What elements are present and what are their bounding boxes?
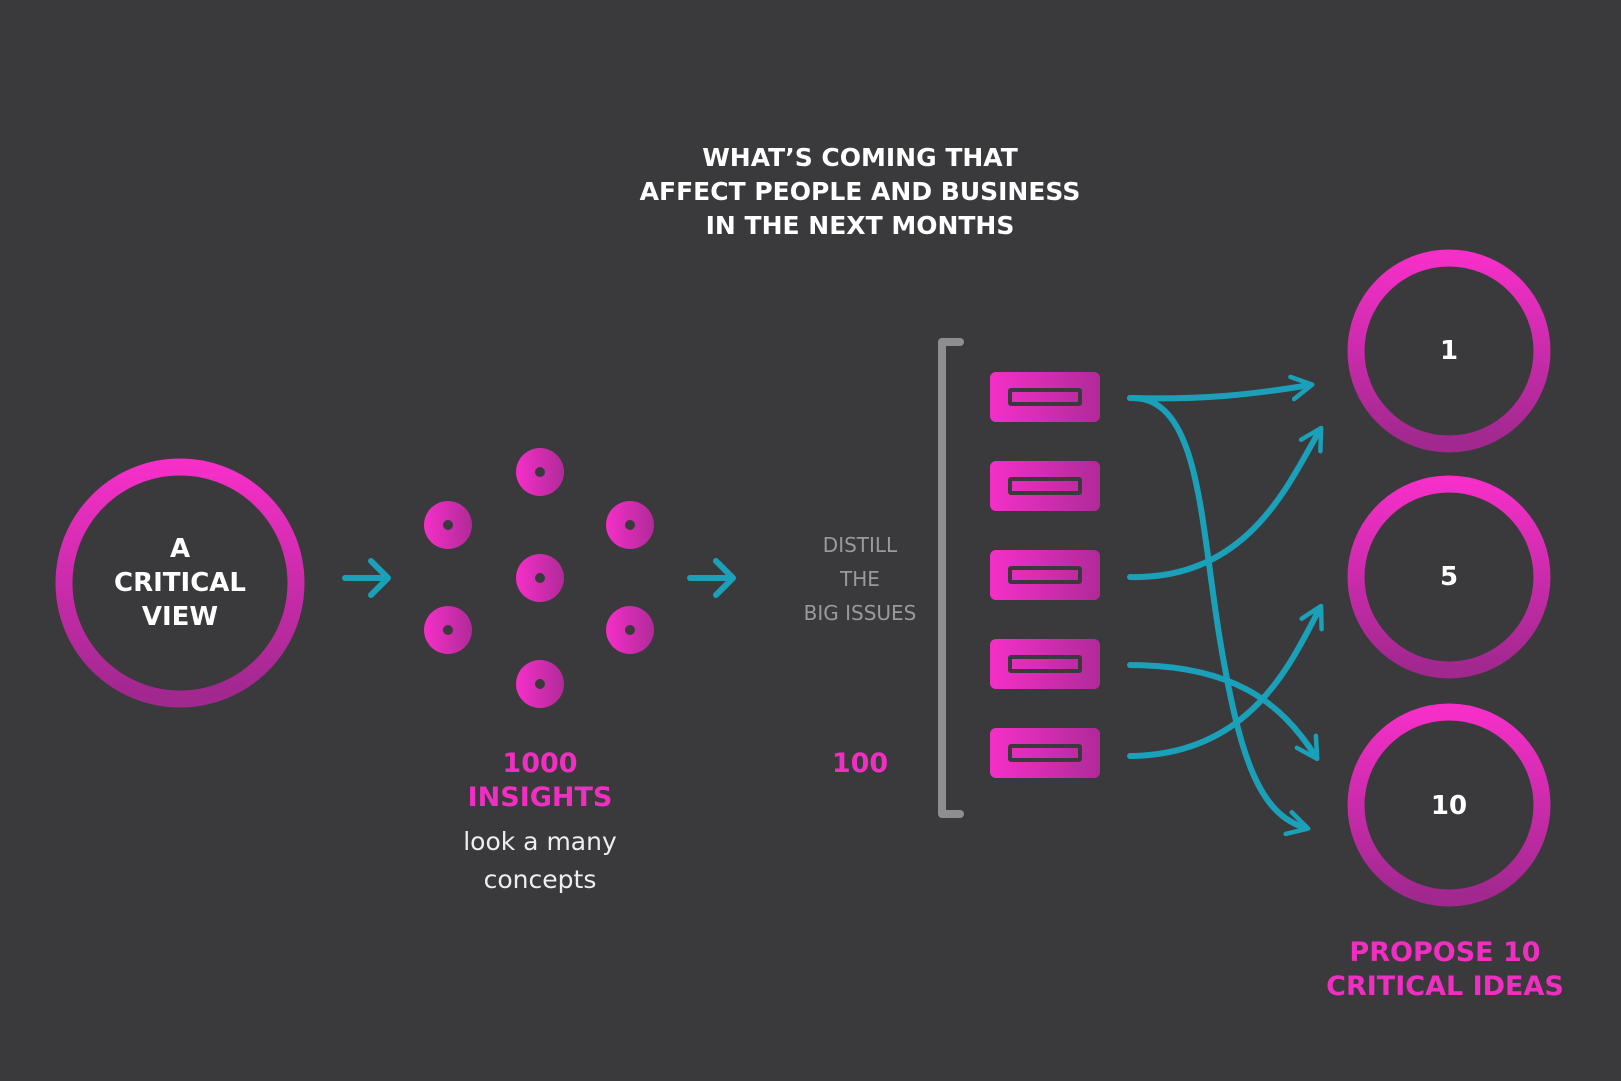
connector-arrow (1127, 662, 1320, 762)
idea-ring-10 (1347, 703, 1551, 907)
critical-view-line: VIEW (141, 602, 219, 632)
distill-line: DISTILL (822, 533, 898, 557)
ideas-label-line: PROPOSE 10 (1349, 937, 1541, 968)
issue-block (990, 728, 1100, 778)
title-line: AFFECT PEOPLE AND BUSINESS (639, 177, 1081, 206)
ideas-label-line: CRITICAL IDEAS (1326, 971, 1564, 1002)
ideas-label: PROPOSE 10 CRITICAL IDEAS (1295, 936, 1595, 1004)
insight-dots (424, 448, 654, 708)
connector-arrow (1127, 603, 1324, 759)
title-line: WHAT’S COMING THAT (702, 143, 1018, 172)
insights-label: INSIGHTS (467, 782, 613, 813)
critical-view-ring (55, 458, 305, 708)
distill-bracket (938, 338, 964, 818)
critical-view-line: CRITICAL (114, 568, 246, 598)
critical-view-line: A (169, 534, 191, 564)
issue-block (990, 550, 1100, 600)
flow-arrow-2 (687, 558, 736, 598)
issue-block (990, 372, 1100, 422)
distill-label: DISTILL THE BIG ISSUES (780, 528, 940, 630)
connector-arrows (1127, 374, 1324, 837)
idea-number-10: 10 (1430, 791, 1468, 821)
issue-blocks (990, 372, 1100, 778)
idea-ring-1 (1347, 249, 1551, 453)
title-line: IN THE NEXT MONTHS (705, 211, 1015, 240)
distill-line: BIG ISSUES (803, 601, 917, 625)
insights-caption-line: look a many (463, 827, 617, 856)
connector-arrow (1127, 394, 1311, 837)
insights-caption: look a many concepts (400, 823, 680, 899)
distill-line: THE (840, 567, 880, 591)
insights-count: 1000 (502, 748, 578, 779)
insights-count-label: 1000 INSIGHTS (420, 747, 660, 815)
idea-ring-5 (1347, 475, 1551, 679)
connector-arrow (1127, 425, 1324, 581)
idea-number-1: 1 (1439, 336, 1459, 366)
connector-arrow (1127, 374, 1315, 402)
page-title: WHAT’S COMING THAT AFFECT PEOPLE AND BUS… (560, 141, 1160, 243)
flow-arrow-1 (342, 558, 391, 598)
issue-block (990, 639, 1100, 689)
issue-block (990, 461, 1100, 511)
distill-count: 100 (831, 748, 889, 779)
idea-number-5: 5 (1439, 562, 1459, 592)
insights-caption-line: concepts (483, 865, 597, 894)
critical-view-label: A CRITICAL VIEW (80, 532, 280, 634)
